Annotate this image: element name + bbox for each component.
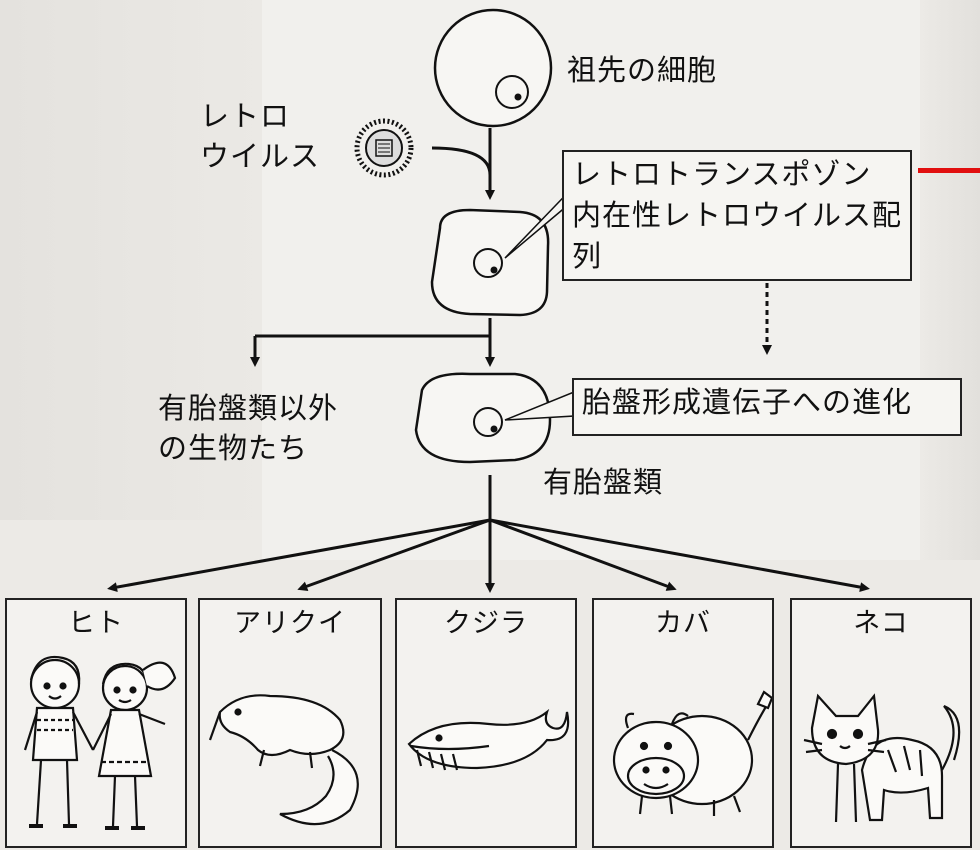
animal-panel-hippo: カバ: [592, 598, 774, 848]
animal-panel-whale: クジラ: [395, 598, 577, 848]
page-background-left: [0, 0, 262, 520]
non-placental-label: 有胎盤類以外 の生物たち: [158, 391, 339, 465]
placental-cell: [414, 372, 575, 464]
animal-panel-anteater: アリクイ: [198, 598, 382, 848]
human-children-icon: [23, 655, 177, 830]
placental-label: 有胎盤類: [543, 465, 664, 499]
evolution-box: 胎盤形成遺伝子への進化: [572, 378, 962, 436]
branch-arrows: [107, 475, 870, 593]
animal-name: ヒト: [68, 608, 124, 639]
animal-name: アリクイ: [234, 608, 346, 639]
page-background-right: [920, 0, 980, 560]
retrovirus-icon: [354, 118, 414, 178]
sequence-box: レトロトランスポゾン 内在性レトロウイルス配列: [562, 150, 912, 281]
infected-cell: [430, 177, 583, 317]
ancestor-cell: [433, 8, 553, 128]
whale-icon: [407, 708, 570, 771]
anteater-icon: [208, 694, 359, 826]
cat-icon: [803, 693, 961, 823]
red-marker-line: [918, 168, 980, 173]
animal-name: ネコ: [853, 608, 909, 639]
lineage-arrows: [250, 265, 772, 367]
ancestor-cell-label: 祖先の細胞: [567, 53, 718, 87]
animal-name: カバ: [655, 608, 711, 639]
animal-panel-cat: ネコ: [790, 598, 972, 848]
animal-name: クジラ: [444, 608, 528, 639]
retrovirus-label: レトロ ウイルス: [200, 99, 321, 173]
hippo-icon: [612, 690, 772, 816]
infection-arrow: [431, 128, 495, 200]
animal-panel-human: ヒト: [5, 598, 187, 848]
